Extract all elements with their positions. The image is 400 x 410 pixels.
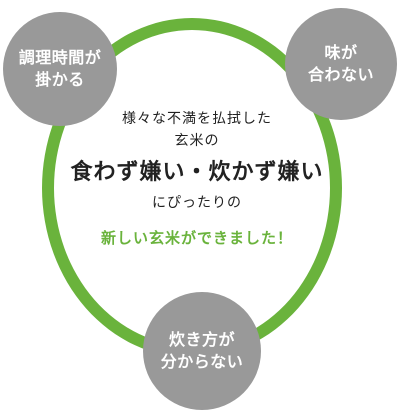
badge-cooking-time-line-1: 調理時間が [18,47,102,67]
center-tagline: 新しい玄米ができました！ [100,229,293,247]
badge-cooking-time-text: 調理時間が 掛かる [19,47,102,92]
center-message: 様々な不満を払拭した 玄米の 食わず嫌い・炊かず嫌い にぴったりの 新しい玄米が… [62,108,332,250]
badge-taste-line-1: 味が [324,42,358,62]
badge-cooking-method: 炊き方が 分からない [143,292,261,410]
badge-cooking-method-line-1: 炊き方が [168,329,235,349]
center-line-2: 玄米の [174,133,220,149]
badge-cooking-time-line-2: 掛かる [35,70,85,89]
center-headline: 食わず嫌い・炊かず嫌い [70,160,324,185]
badge-cooking-time: 調理時間が 掛かる [3,12,117,126]
center-line-3: にぴったりの [152,195,242,211]
badge-cooking-method-text: 炊き方が 分からない [161,329,244,374]
center-line-1: 様々な不満を払拭した [122,111,272,127]
badge-taste-text: 味が 合わない [308,42,374,87]
badge-taste-line-2: 合わない [307,65,374,84]
badge-taste: 味が 合わない [285,8,397,120]
badge-cooking-method-line-2: 分からない [160,352,244,371]
